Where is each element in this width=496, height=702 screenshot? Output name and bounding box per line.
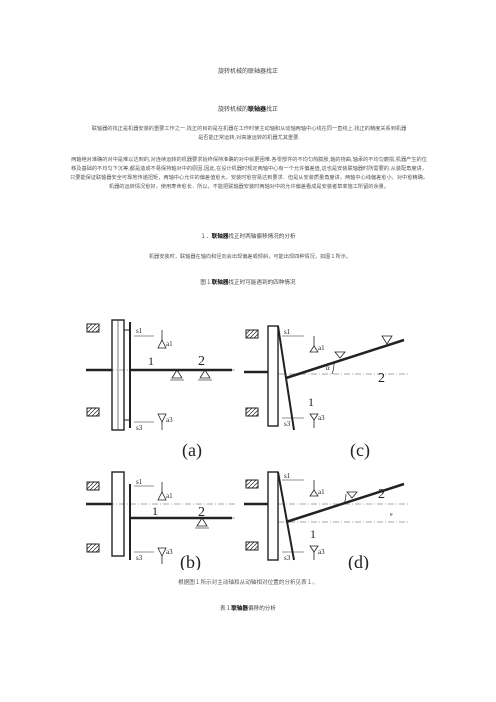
label-s1-b: s1 [136, 478, 143, 486]
document-title: 旋转机械的联轴器找正 [217, 68, 278, 75]
label-s1-d: s1 [284, 472, 291, 480]
label-a3: a3 [166, 416, 173, 424]
panel-a-diagram: s1 a1 s3 a3 1 2 (a) [86, 319, 237, 461]
table-number: 表１ [220, 606, 232, 612]
section-number: １． [200, 234, 212, 240]
panel-label-d: (d) [348, 552, 369, 570]
panel-label-b: (b) [180, 552, 201, 570]
figure-keyword: 联轴器 [211, 280, 229, 286]
label-s1-c: s1 [284, 328, 291, 336]
label-s3-b: s3 [136, 554, 143, 562]
label-a1-d: a1 [318, 488, 325, 496]
label-shaft-1: 1 [148, 354, 154, 368]
label-shaft-1-c: 1 [308, 395, 314, 409]
label-a1-b: a1 [166, 492, 173, 500]
subtitle-prefix: 旋转机械的 [217, 106, 248, 113]
label-s3-d: s3 [284, 554, 291, 562]
subtitle-keyword: 联轴器 [247, 106, 266, 113]
label-s1: s1 [136, 327, 143, 335]
section-heading-1: １．联轴器找正时两轴偏移情况的分析 [0, 232, 496, 240]
figure-caption-rest: 找正时可能遇到的四种情况 [228, 280, 296, 286]
table-keyword: 联轴器 [231, 606, 248, 612]
section-keyword: 联轴器 [211, 234, 229, 240]
coupling-alignment-figure: s1 a1 s3 a3 1 2 (a) α [86, 319, 408, 570]
figure-number: 图１ [200, 280, 212, 286]
figure-caption: 图１联轴器找正时可能遇到的四种情况 [0, 278, 496, 286]
label-shaft-2-c: 2 [378, 371, 385, 386]
label-a3-d: a3 [318, 548, 325, 556]
subtitle-suffix: 找正 [266, 106, 279, 113]
table-caption: 表１联轴器偏移的分析 [0, 604, 496, 612]
paragraph-cases: 机器安装时，联轴器在轴向和径向会出现偏差或倾斜，可能出现四种情况，如图１所示。 [148, 254, 352, 260]
panel-b-diagram: s1 a1 s3 a3 1 2 (b) [86, 471, 237, 570]
label-shaft-1-b: 1 [152, 504, 158, 518]
table-caption-rest: 偏移的分析 [248, 606, 276, 612]
panel-d-diagram: s1 a1 s3 a3 1 2 e (d) [244, 471, 408, 570]
label-s3: s3 [136, 424, 143, 432]
panel-label-a: (a) [182, 440, 202, 461]
label-shaft-2: 2 [198, 354, 205, 369]
panel-c-diagram: α s1 a1 s3 a3 1 2 (c) [244, 325, 408, 461]
paragraph-intro: 联轴器的找正是机器安装的重要工作之一.找正的目的是在机器在工作时使主动轴和从动轴… [91, 126, 407, 141]
section-title-rest: 找正时两轴偏移情况的分析 [228, 234, 296, 240]
label-angle-c: α [326, 364, 330, 372]
label-a1: a1 [166, 340, 173, 348]
label-a3-c: a3 [318, 414, 325, 422]
label-a3-b: a3 [166, 548, 173, 556]
label-a1-c: a1 [318, 344, 325, 352]
label-s3-c: s3 [284, 420, 291, 428]
panel-label-c: (c) [350, 440, 370, 461]
paragraph-tolerance: 两轴绝对准确的对中是难以达到的,对连续运转的机器要求始终保持准确的对中就更困难.… [70, 157, 428, 190]
label-shaft-2-d: 2 [378, 487, 385, 502]
article-subtitle: 旋转机械的联轴器找正 [0, 104, 496, 113]
label-shaft-2-b: 2 [198, 505, 205, 520]
label-shaft-1-d: 1 [310, 527, 316, 541]
label-offset-e: e [390, 512, 393, 518]
figure-analysis-text: 根据图１所示对主动轴和从动轴相对位置的分析见表１。 [178, 580, 318, 586]
